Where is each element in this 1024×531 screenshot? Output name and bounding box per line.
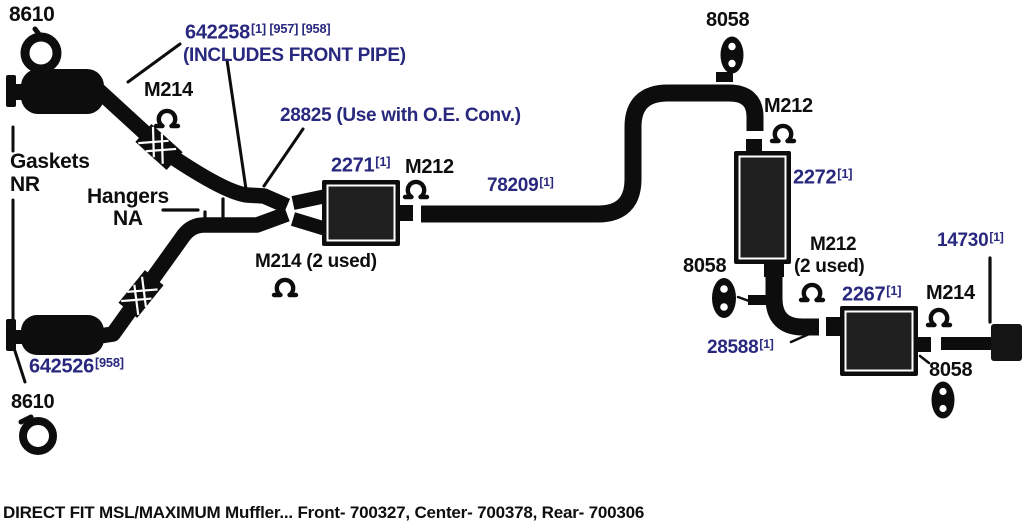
label-hangers: Hangers NA [87,186,169,230]
leader-642258-pipe [126,42,182,84]
part-number: 14730 [937,230,989,252]
part-refs: [1] [539,175,554,189]
rear-muffler [826,306,931,376]
exhaust-clamp-bottom-icon [18,414,57,455]
front-flange-lower [6,319,16,351]
front-resonator-lower [21,315,104,355]
part-number: 2272 [793,166,837,189]
leader-642258-joint [225,58,248,191]
omega-hanger-m214-rear-icon [925,307,953,328]
exhaust-clamp-top-icon [20,26,62,74]
omega-hanger-m212-right-icon [769,123,797,144]
part-refs: [1] [957] [958] [250,21,331,36]
part-refs: [1] [759,337,774,351]
center-muffler [734,139,791,277]
label-gaskets: Gaskets NR [10,150,90,196]
pipe-run-lower [98,206,290,344]
leader-gaskets-bottom [11,198,27,384]
label-converter-pipe: 28825 (Use with O.E. Conv.) [280,105,521,126]
front-flange-upper [6,75,16,107]
rubber-hanger-mid-icon [712,278,736,318]
omega-hanger-m212-elbow-icon [798,282,826,303]
connecting-pipe-elbow [765,261,819,336]
center-muffler-inlet-stub [746,139,762,153]
hangers-value: NA [113,207,143,230]
omega-hanger-m214-collector-icon [271,277,299,298]
part-number: 2271 [331,154,375,177]
leader-8058-mid [736,295,751,303]
label-includes-front-pipe: (INCLUDES FRONT PIPE) [183,45,406,66]
part-number: 2267 [842,283,886,306]
flex-coupling-lower [118,270,164,318]
front-pipe-upper [6,69,291,214]
hanger-code: M212 [810,234,857,255]
part-number: 78209 [487,175,539,197]
label-center-muffler: 2272[1] [793,166,853,189]
label-hanger-8058-mid: 8058 [683,255,727,277]
front-pipe-lower [6,206,290,355]
gaskets-value: NR [10,173,40,196]
leader-lines [11,42,992,384]
part-refs: [1] [989,230,1004,244]
collector-stubs [290,189,329,236]
part-number: 28588 [707,337,759,359]
leader-8058-br [918,354,931,365]
rear-muffler-outlet-stub [918,337,931,352]
part-refs: [958] [94,355,124,370]
omega-hanger-m212-center-icon [402,179,430,200]
front-muffler [322,180,400,246]
label-front-muffler: 2271[1] [331,154,391,177]
label-hanger-m214-collector: M214 (2 used) [255,251,377,272]
front-resonator-upper [21,69,104,114]
tailpipe [941,324,1022,361]
label-hanger-m212-right: M212 [764,95,813,117]
label-front-pipe-assembly: 642258[1] [957] [958] [185,21,331,44]
label-hanger-m214-upper: M214 [144,79,193,101]
hangers-word: Hangers [87,185,169,208]
label-tailpipe: 14730[1] [937,231,1004,251]
pipe-nub [15,84,25,100]
rear-muffler-inlet-stub [826,317,840,336]
label-intermediate-pipe: 78209[1] [487,176,554,196]
gaskets-word: Gaskets [10,150,90,173]
tailpipe-tip [991,324,1022,361]
label-connecting-pipe: 28588[1] [707,338,774,358]
label-hanger-8058-br: 8058 [929,359,973,381]
rubber-hanger-br-icon [931,381,955,419]
label-hanger-m212-center: M212 [405,156,454,178]
hanger-tab-top-right [716,72,733,82]
label-hanger-m212-2used: M212 (2 used) [794,234,865,278]
label-hanger-m214-rear: M214 [926,282,975,304]
rubber-hanger-top-icon [720,36,744,74]
leader-28825 [262,127,305,188]
label-rear-muffler: 2267[1] [842,283,902,306]
part-refs: [1] [886,283,902,298]
flex-coupling-upper [135,124,183,170]
hanger-qty: (2 used) [794,256,865,277]
intermediate-pipe [421,84,764,223]
label-clamp-bottom: 8610 [11,391,55,413]
label-hanger-8058-top: 8058 [706,9,750,31]
caption: DIRECT FIT MSL/MAXIMUM Muffler... Front-… [3,503,645,522]
label-clamp-top: 8610 [9,3,55,26]
omega-hanger-m214-upper-icon [153,108,181,129]
part-refs: [1] [375,154,391,169]
label-front-pipe-lower: 642526[958] [29,356,124,377]
part-refs: [1] [837,166,853,181]
pipe-nub [15,330,25,344]
part-number: 642258 [185,21,250,44]
part-number: 642526 [29,355,94,378]
